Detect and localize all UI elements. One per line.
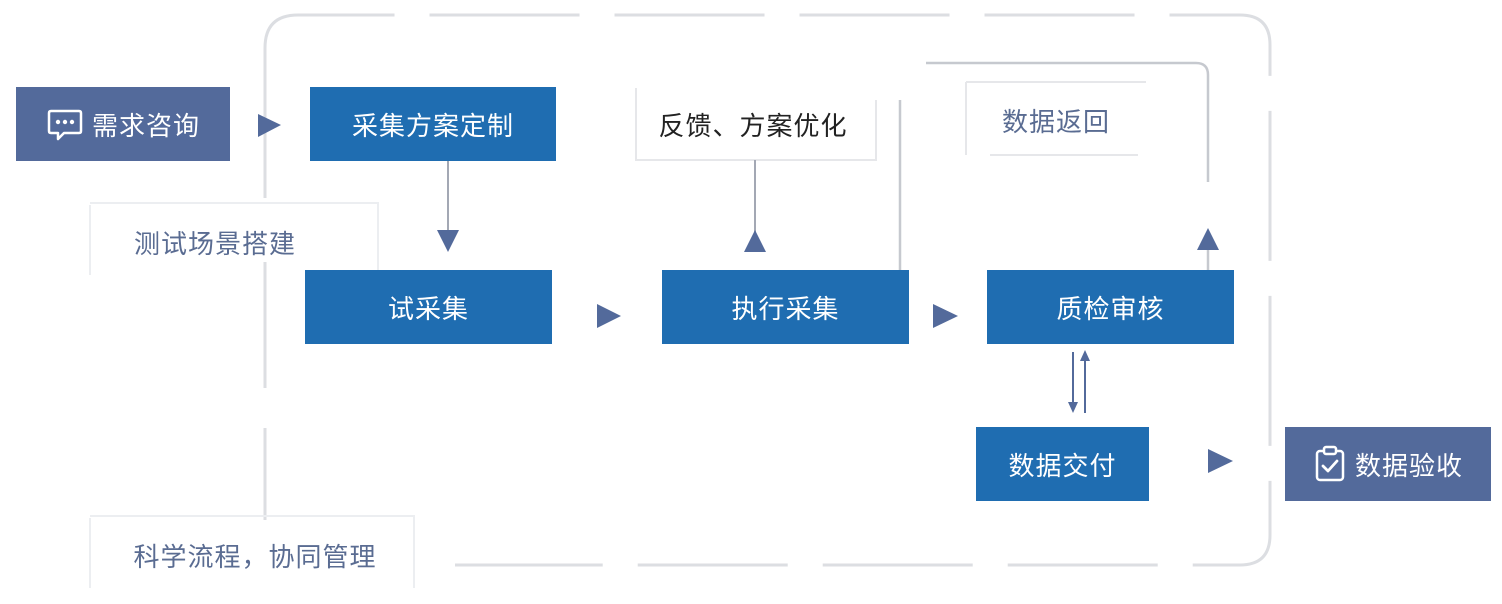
execute-qc-arrow [933, 304, 958, 328]
accept-node: 数据验收 [1285, 427, 1491, 501]
deliver-node: 数据交付 [976, 427, 1149, 501]
plan-trial-arrowhead [437, 230, 459, 252]
trial-execute-arrow [597, 304, 621, 328]
deliver-qc-up-arrowhead [1080, 350, 1090, 361]
execute-node-label: 执行采集 [731, 294, 840, 325]
data-return-label: 数据返回 [990, 100, 1122, 140]
scene-label-frame [89, 202, 379, 275]
qc-node: 质检审核 [987, 270, 1234, 344]
deliver-accept-arrow [1208, 449, 1233, 473]
clipboard-check-icon [1313, 445, 1347, 483]
process-management-label: 科学流程，协同管理 [110, 535, 400, 575]
consult-node-label: 需求咨询 [91, 111, 200, 142]
qc-node-label: 质检审核 [1056, 294, 1165, 325]
return-label-frame [965, 81, 1146, 156]
feedback-optimization-label: 反馈、方案优化 [646, 104, 860, 144]
qc-deliver-down-arrowhead [1068, 402, 1078, 413]
plan-node-label: 采集方案定制 [351, 111, 514, 142]
trial-node-label: 试采集 [387, 294, 469, 325]
chat-bubble-icon [46, 105, 84, 143]
qc-return-arrowhead [1197, 228, 1219, 250]
scene-setup-label: 测试场景搭建 [110, 222, 320, 262]
consult-plan-arrow [258, 114, 281, 137]
execute-node: 执行采集 [662, 270, 909, 344]
trial-node: 试采集 [305, 270, 552, 344]
accept-node-label: 数据验收 [1354, 451, 1463, 482]
plan-node: 采集方案定制 [310, 87, 556, 161]
process-label-frame [89, 515, 415, 588]
deliver-node-label: 数据交付 [1008, 451, 1117, 482]
return-loop-line [926, 61, 1210, 182]
consult-node: 需求咨询 [16, 87, 230, 161]
execute-feedback-arrowhead [744, 230, 766, 252]
outer-process-frame [263, 13, 1272, 567]
